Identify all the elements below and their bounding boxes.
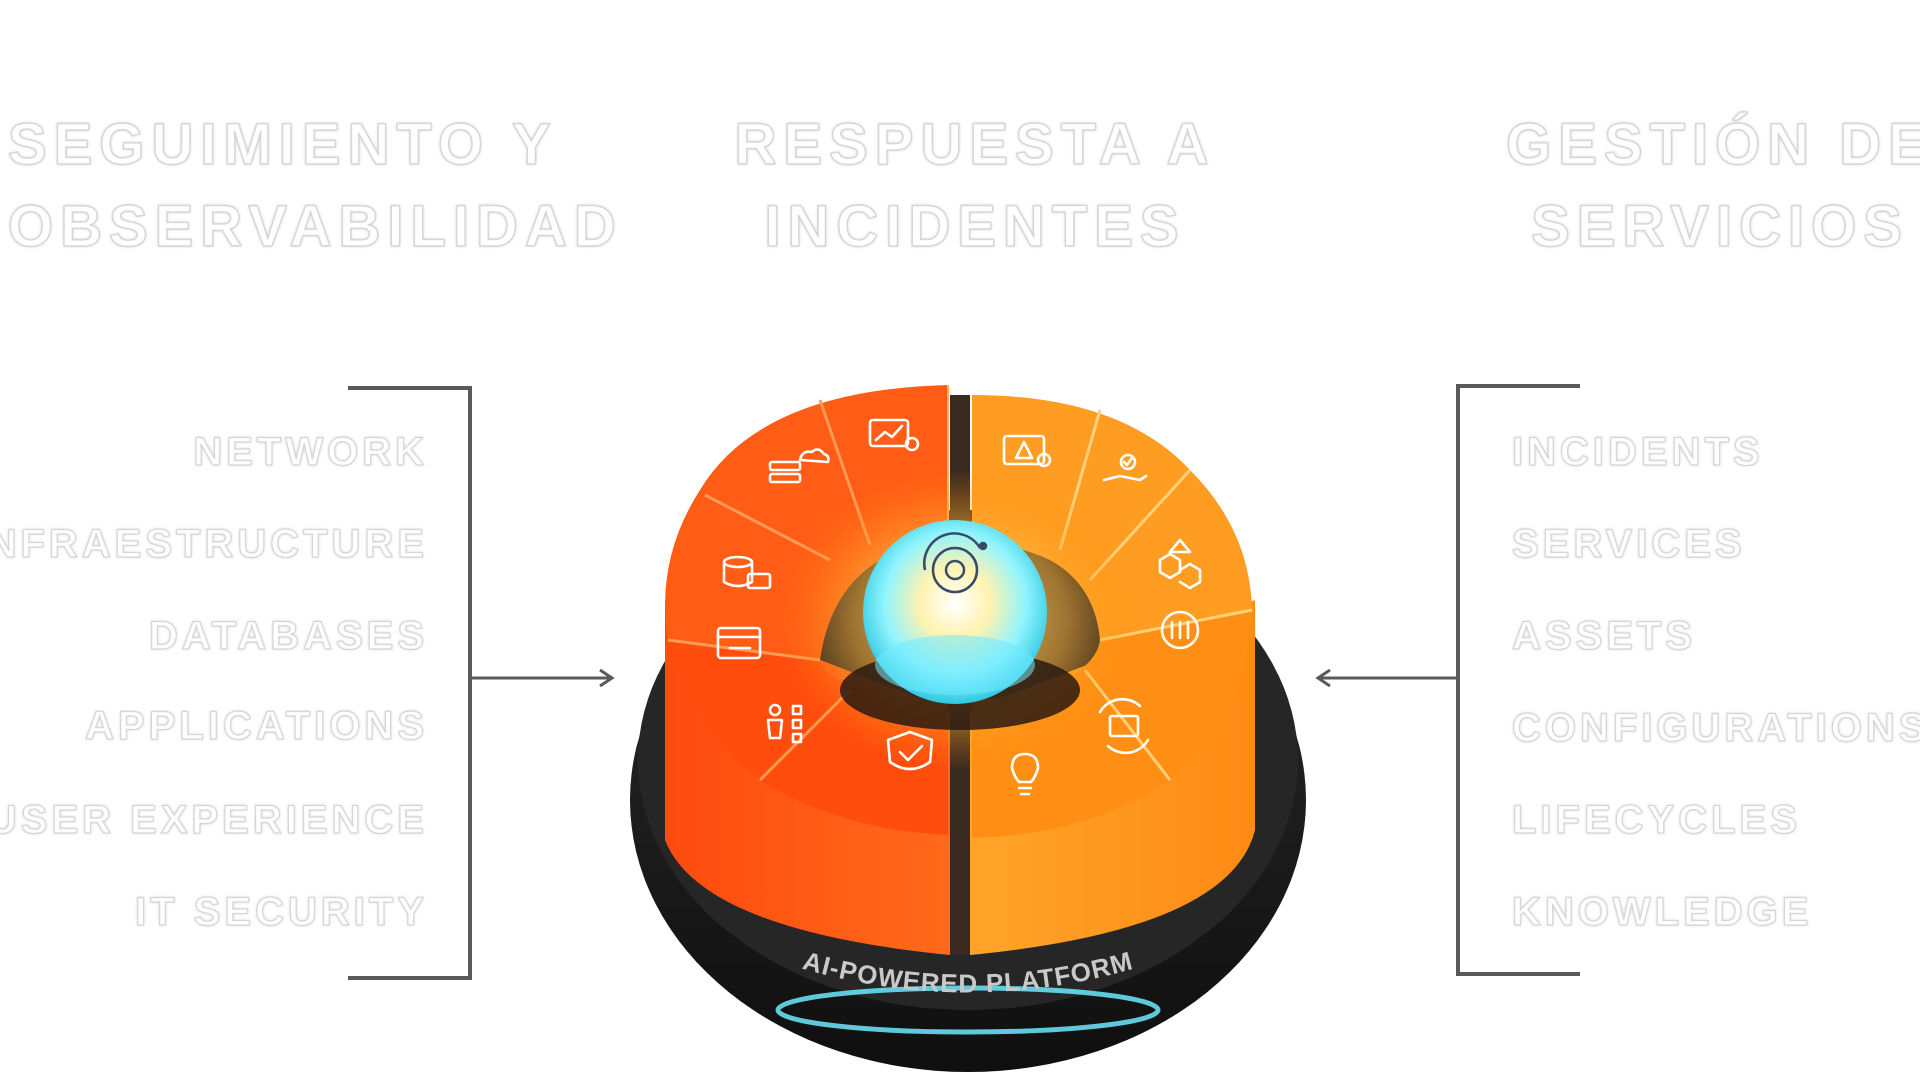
ai-core bbox=[780, 470, 1140, 770]
left-bracket bbox=[348, 386, 472, 980]
shield-check-icon bbox=[886, 730, 934, 771]
cubes-icon bbox=[1158, 538, 1202, 590]
list-item-applications: APPLICATIONS bbox=[85, 703, 428, 748]
heading-seguimiento-line-2: OBSERVABILIDAD bbox=[7, 193, 623, 259]
list-item-infrastructure: INFRAESTRUCTURE bbox=[0, 521, 428, 566]
ai-gear-orbit-icon bbox=[923, 532, 988, 594]
right-capability-list: INCIDENTS SERVICES ASSETS CONFIGURATIONS… bbox=[1511, 0, 1920, 1080]
list-item-it-security: IT SECURITY bbox=[134, 889, 428, 934]
list-item-lifecycles: LIFECYCLES bbox=[1511, 797, 1801, 842]
lightbulb-gear-icon bbox=[1010, 752, 1040, 796]
alert-screen-icon bbox=[1002, 434, 1052, 468]
list-item-databases: DATABASES bbox=[148, 613, 428, 658]
right-bracket bbox=[1456, 384, 1580, 976]
list-item-network: NETWORK bbox=[193, 429, 428, 474]
left-capability-list: NETWORK INFRAESTRUCTURE DATABASES APPLIC… bbox=[0, 0, 428, 1080]
user-checklist-icon bbox=[766, 703, 803, 744]
heading-respuesta: RESPUESTA A INCIDENTES bbox=[715, 104, 1235, 268]
list-item-configurations: CONFIGURATIONS bbox=[1511, 705, 1920, 750]
list-item-incidents: INCIDENTS bbox=[1511, 429, 1764, 474]
screen-cycle-icon bbox=[1098, 697, 1150, 755]
list-item-assets: ASSETS bbox=[1511, 613, 1697, 658]
monitor-chart-icon bbox=[868, 418, 920, 452]
heading-respuesta-line-1: RESPUESTA A bbox=[734, 111, 1216, 177]
list-item-user-experience: USER EXPERIENCE bbox=[0, 797, 428, 842]
list-item-knowledge: KNOWLEDGE bbox=[1511, 889, 1813, 934]
gear-sliders-icon bbox=[1160, 610, 1200, 650]
ring-left-half bbox=[665, 385, 949, 835]
heading-gestion: GESTIÓN DE SERVICIOS bbox=[1500, 104, 1920, 268]
server-cloud-icon bbox=[768, 448, 830, 484]
right-arrow bbox=[1315, 668, 1458, 688]
heading-seguimiento: SEGUIMIENTO Y OBSERVABILIDAD bbox=[7, 104, 623, 268]
database-chart-icon bbox=[722, 555, 772, 590]
browser-window-icon bbox=[716, 626, 762, 660]
left-arrow bbox=[470, 668, 615, 688]
heading-gestion-line-2: SERVICIOS bbox=[1530, 193, 1909, 259]
heading-seguimiento-line-1: SEGUIMIENTO Y bbox=[7, 111, 558, 177]
hand-check-icon bbox=[1102, 453, 1148, 482]
list-item-services: SERVICES bbox=[1511, 521, 1746, 566]
heading-gestion-line-1: GESTIÓN DE bbox=[1505, 111, 1920, 177]
heading-respuesta-line-2: INCIDENTES bbox=[764, 193, 1186, 259]
